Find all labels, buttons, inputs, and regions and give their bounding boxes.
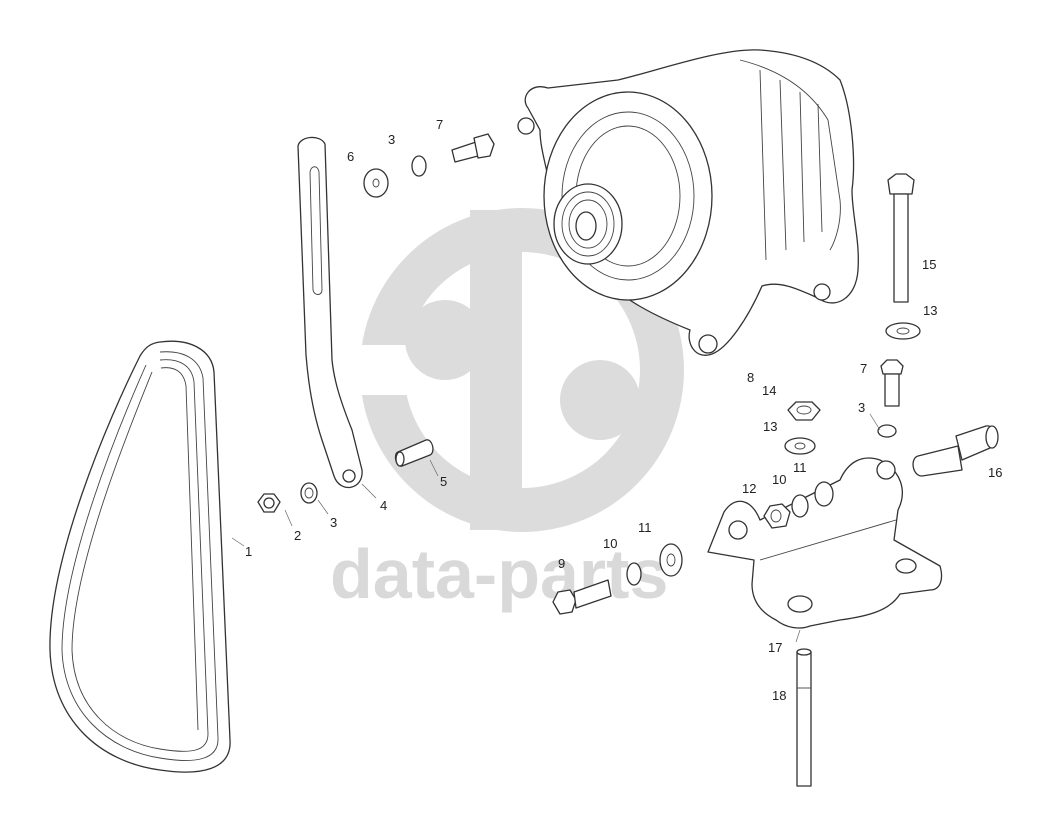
poly-v-belt — [49, 340, 231, 773]
washer-10-right — [791, 494, 809, 518]
callout-13-upper: 13 — [923, 303, 937, 318]
nut-part-2 — [257, 493, 281, 513]
nut-part-12 — [763, 503, 791, 529]
callout-14: 14 — [762, 383, 776, 398]
callout-15: 15 — [922, 257, 936, 272]
callout-16: 16 — [988, 465, 1002, 480]
bolt-9 — [552, 579, 612, 615]
spacer-sleeve — [394, 439, 434, 467]
callout-13-lower: 13 — [763, 419, 777, 434]
callout-3-right: 3 — [858, 400, 865, 415]
callout-6: 6 — [347, 149, 354, 164]
washer-13-upper — [885, 322, 921, 340]
callout-11-lower: 11 — [638, 520, 652, 535]
callout-2: 2 — [294, 528, 301, 543]
mounting-bracket — [707, 457, 943, 629]
washer-11-right — [814, 481, 834, 507]
callout-5: 5 — [440, 474, 447, 489]
callout-7-right: 7 — [860, 361, 867, 376]
bolt-7-right — [880, 359, 904, 407]
spring-washer-3-lower — [300, 482, 318, 504]
washer-10-lower — [626, 562, 642, 586]
callout-12: 12 — [742, 481, 756, 496]
washer-13-lower — [784, 437, 816, 455]
callout-7-upper: 7 — [436, 117, 443, 132]
spring-washer-3-upper — [411, 155, 427, 177]
callout-1: 1 — [245, 544, 252, 559]
callout-labels: 1 2 3 3 3 4 5 6 7 7 8 9 10 10 11 11 12 1… — [245, 117, 1002, 703]
bolt-7-upper — [451, 133, 495, 163]
nut-part-14 — [787, 401, 821, 421]
callout-4: 4 — [380, 498, 387, 513]
alternator — [517, 49, 859, 356]
washer-11-lower — [659, 543, 683, 577]
watermark-text: data-parts — [330, 535, 668, 613]
shoulder-pin-16 — [912, 425, 999, 477]
callout-18: 18 — [772, 688, 786, 703]
callout-17: 17 — [768, 640, 782, 655]
callout-3-upper: 3 — [388, 132, 395, 147]
spring-washer-3-right — [877, 424, 897, 438]
flat-washer-6 — [363, 168, 389, 198]
callout-10-lower: 10 — [603, 536, 617, 551]
leader-lines — [231, 413, 881, 643]
callout-3-lower: 3 — [330, 515, 337, 530]
callout-9: 9 — [558, 556, 565, 571]
callout-10-right: 10 — [772, 472, 786, 487]
adjusting-bracket — [297, 136, 363, 488]
callout-11-right: 11 — [793, 460, 807, 475]
callout-8: 8 — [747, 370, 754, 385]
pin-18 — [796, 648, 812, 787]
long-bolt-15 — [887, 173, 915, 303]
